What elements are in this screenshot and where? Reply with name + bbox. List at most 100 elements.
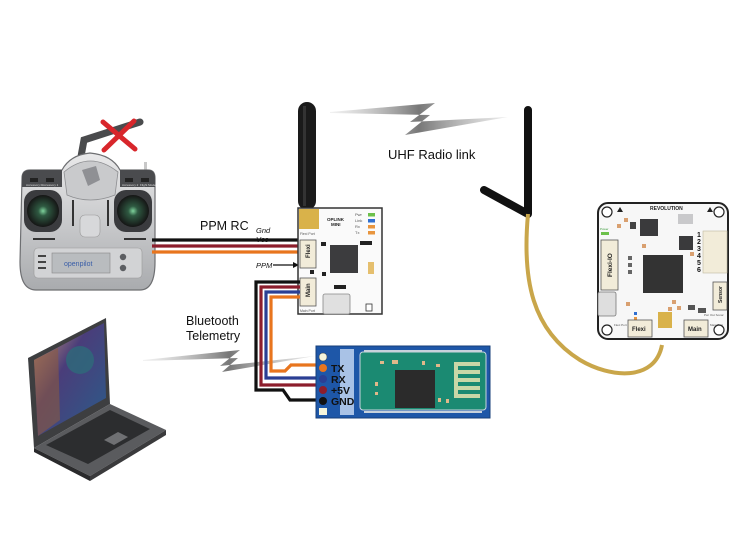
direction-arrow-icon	[707, 207, 713, 212]
mount-hole-icon	[713, 206, 725, 218]
vcc-label: Vcc	[256, 235, 269, 244]
revolution-antenna-connector	[658, 312, 672, 328]
openpilot-logo-icon	[82, 166, 100, 186]
oplink-flexi-port[interactable]	[299, 239, 317, 269]
led-indicator	[368, 225, 375, 229]
oplink-led-rx: Rx	[355, 224, 375, 229]
rc-transmitter: Accessory 0 Accessory 1 Accessory 2 Flig…	[19, 118, 156, 291]
bluetooth-module: TX RX +5V GND	[315, 345, 491, 419]
transmitter-button-1[interactable]	[119, 253, 127, 261]
pin-5v[interactable]	[319, 386, 327, 394]
revolution-flexi-label: Flexi	[632, 327, 646, 333]
right-stick-gimbal[interactable]	[117, 195, 149, 227]
antenna-coax-cable	[524, 213, 664, 376]
oplink-name-line1: OPLINK	[327, 217, 345, 222]
switch-label-accessory-2: Accessory 2	[122, 183, 139, 187]
revolution-name-label: REVOLUTION	[650, 206, 683, 212]
revolution-main-label: Main	[688, 327, 702, 333]
pin-gnd[interactable]	[319, 397, 327, 405]
servo-header	[702, 230, 728, 274]
laptop-touchpad	[104, 432, 128, 445]
power-led	[601, 232, 609, 235]
bluetooth-chip	[395, 370, 435, 408]
revolution-flexi-port[interactable]	[627, 319, 653, 338]
switch-label-accessory-1: Accessory 1	[42, 183, 59, 187]
switch-accessory-1[interactable]	[46, 178, 54, 182]
oplink-led-link: Link	[355, 218, 375, 223]
oplink-mcu-chip	[330, 245, 358, 273]
oplink-name-line2: MINI	[331, 222, 341, 227]
switch-accessory-2[interactable]	[125, 178, 133, 182]
servo-row-2: 2	[697, 239, 701, 246]
oplink-led-pwr: Pwr	[355, 212, 375, 217]
ppm-rc-label: PPM RC	[200, 219, 249, 233]
mount-hole-icon	[601, 324, 613, 336]
oplink-usb-port[interactable]	[322, 293, 351, 315]
oplink-antenna	[298, 102, 316, 210]
switch-flight-mode[interactable]	[141, 178, 149, 182]
flexi-io-port[interactable]	[600, 239, 619, 291]
direction-arrow-icon	[617, 207, 623, 212]
laptop	[28, 318, 166, 481]
led-indicator	[368, 213, 375, 217]
led-label: Link	[355, 218, 362, 223]
switch-accessory-0[interactable]	[30, 178, 38, 182]
telemetry-cable	[254, 280, 322, 402]
switch-label-accessory-0: Accessory 0	[26, 183, 43, 187]
revolution-usb-port[interactable]	[597, 291, 617, 317]
antenna-connector	[299, 209, 319, 229]
oplink-flexi-port-label: Flexi	[306, 244, 312, 258]
bluetooth-link-bolt	[143, 350, 315, 372]
led-label: Pwr	[355, 212, 363, 217]
pcb-antenna-icon	[454, 362, 480, 398]
pin-label-gnd: GND	[331, 396, 355, 408]
pin-label-rx: RX	[331, 374, 346, 386]
oplink-flexi-sub-label: Flexi Port	[300, 232, 315, 236]
revolution-antenna	[480, 106, 532, 218]
revolution-board: REVOLUTION Power Flexi-IO 1 2 3 4	[597, 202, 729, 340]
disabled-x-icon	[100, 118, 138, 153]
servo-row-1: 1	[697, 232, 701, 239]
servo-row-4: 4	[697, 253, 701, 260]
transmitter-brand-label: openpilot	[64, 261, 92, 268]
bluetooth-label-line1: Bluetooth	[186, 314, 239, 328]
led-indicator	[368, 219, 375, 223]
uhf-radio-link-bolt	[330, 103, 508, 135]
led-label: Tx	[355, 230, 359, 235]
revolution-main-sub-label: Main Port	[710, 323, 723, 327]
left-stick-gimbal[interactable]	[27, 195, 59, 227]
led-label: Rx	[355, 224, 360, 229]
switch-label-flight-mode: Flight Mode	[140, 183, 156, 187]
transmitter-button-2[interactable]	[119, 264, 127, 272]
servo-row-3: 3	[697, 246, 701, 253]
oplink-main-port-label: Main	[306, 283, 312, 297]
sensor-port[interactable]	[712, 281, 728, 311]
pin-tx[interactable]	[319, 364, 327, 372]
pin-label-5v: +5V	[331, 385, 350, 397]
revolution-flexi-sub-label: Flexi Port	[614, 323, 627, 327]
transmitter-lcd-screen	[51, 252, 111, 274]
revolution-mcu-chip	[643, 255, 683, 293]
servo-row-6: 6	[697, 267, 701, 274]
mount-hole-icon	[601, 206, 613, 218]
oplink-led-tx: Tx	[355, 230, 375, 235]
power-led-label: Power	[600, 227, 609, 231]
pin-rx[interactable]	[319, 375, 327, 383]
uhf-link-label: UHF Radio link	[388, 147, 476, 162]
laptop-keyboard	[46, 410, 150, 464]
sensor-port-label: Sensor	[718, 286, 724, 303]
oplink-main-sub-label: Main Port	[300, 309, 315, 313]
gnd-label: Gnd	[256, 226, 271, 235]
ppm-rc-cable	[152, 238, 302, 254]
flexi-io-label: Flexi-IO	[607, 253, 614, 277]
revolution-main-port[interactable]	[683, 319, 709, 338]
led-indicator	[368, 231, 375, 235]
sensor-sub-label: Pwr Out Sonar	[704, 313, 724, 317]
oplink-mini-board: Flexi Port OPLINK MINI Pwr Link Rx Tx	[297, 207, 383, 315]
ppm-arrow-icon	[273, 262, 299, 268]
pin-label-tx: TX	[331, 363, 344, 375]
servo-row-5: 5	[697, 260, 701, 267]
mount-hole-icon	[713, 324, 725, 336]
ppm-label: PPM	[256, 261, 273, 270]
